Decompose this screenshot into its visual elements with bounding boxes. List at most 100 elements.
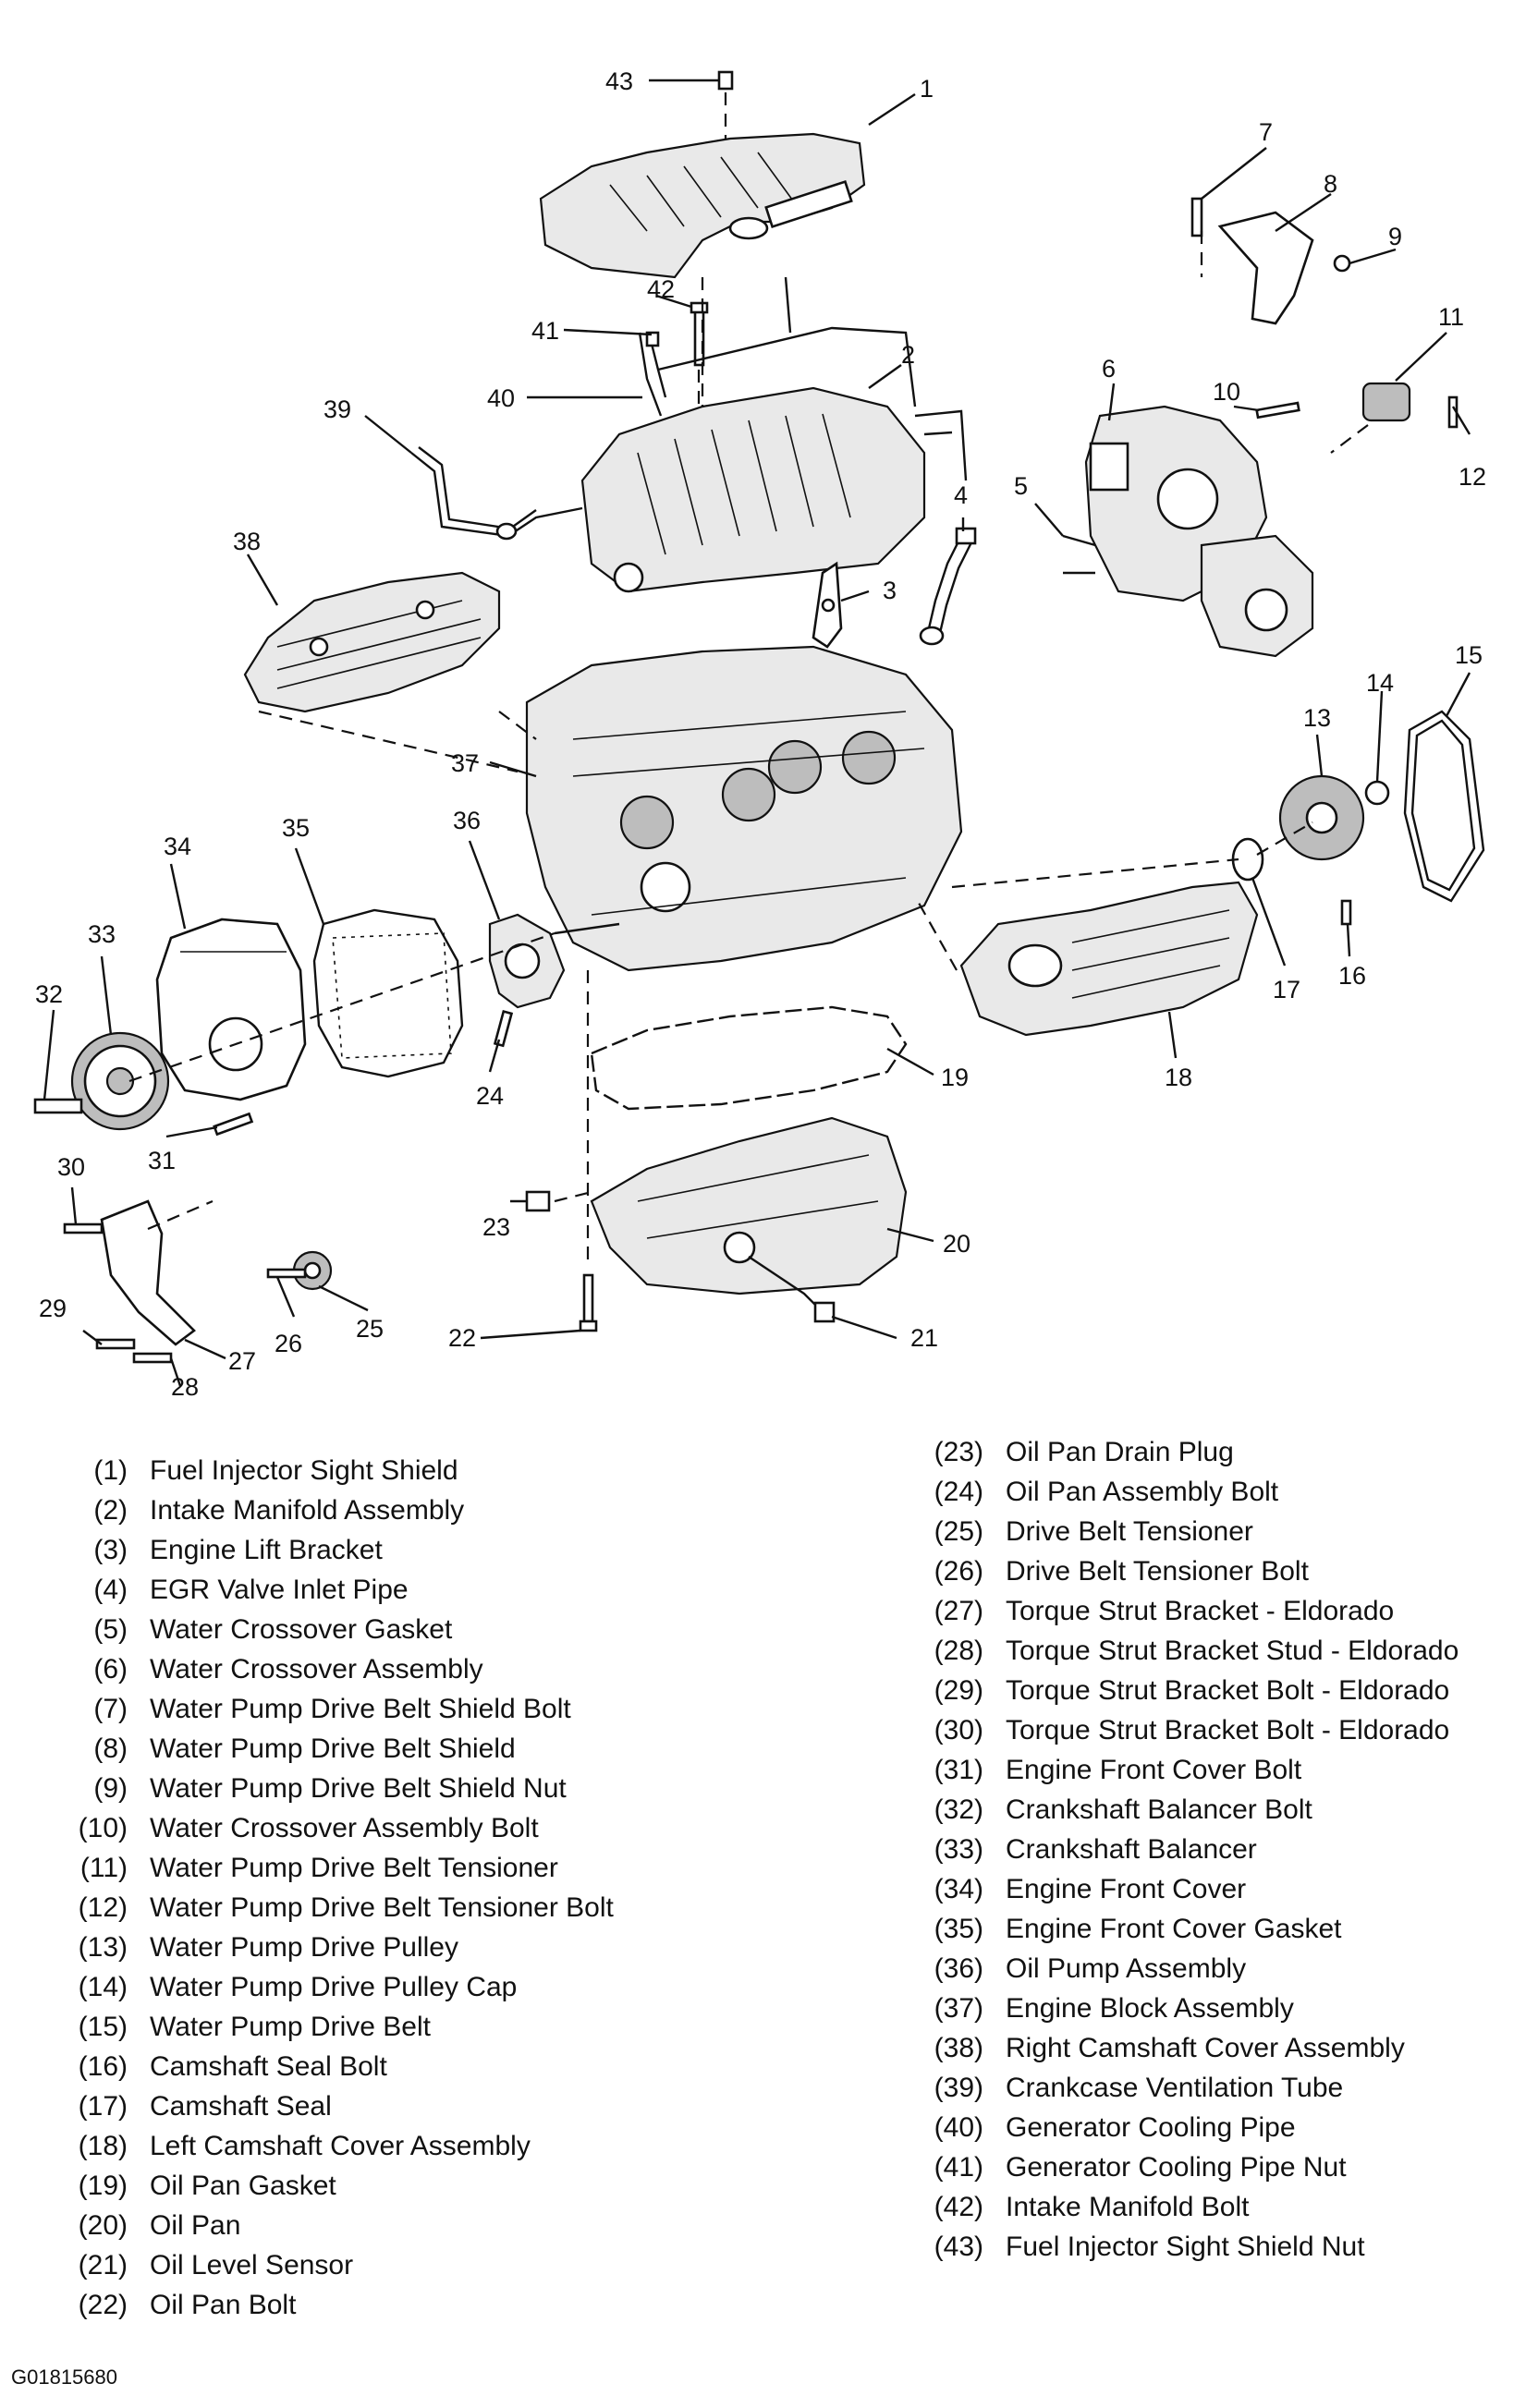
legend-item: (17)Camshaft Seal [55, 2086, 614, 2126]
water-pump-belt-tensioner [1361, 382, 1459, 429]
legend-item: (21)Oil Level Sensor [55, 2245, 614, 2285]
legend-item: (14)Water Pump Drive Pulley Cap [55, 1967, 614, 2007]
callout-25: 25 [356, 1315, 384, 1343]
callout-37: 37 [451, 749, 479, 777]
legend-number: (3) [93, 1534, 128, 1565]
legend-part-name: Generator Cooling Pipe [1006, 2111, 1296, 2143]
legend-part-name: Engine Block Assembly [1006, 1992, 1294, 2024]
callout-numbers: 1 2 3 4 5 6 7 8 9 10 11 12 13 14 15 16 1… [35, 67, 1486, 1401]
callout-12: 12 [1459, 463, 1486, 491]
legend-number: (29) [934, 1674, 983, 1706]
callout-24: 24 [476, 1082, 504, 1110]
legend-item: (7)Water Pump Drive Belt Shield Bolt [55, 1689, 614, 1729]
callout-9: 9 [1388, 223, 1402, 250]
legend-part-name: Generator Cooling Pipe Nut [1006, 2151, 1347, 2183]
legend-number: (35) [934, 1913, 983, 1944]
parts-legend: (1)Fuel Injector Sight Shield(2)Intake M… [0, 1423, 1538, 2408]
right-camshaft-cover [243, 571, 501, 713]
callout-31: 31 [148, 1147, 176, 1174]
legend-item: (35)Engine Front Cover Gasket [911, 1909, 1459, 1949]
legend-part-name: Camshaft Seal [150, 2090, 332, 2122]
legend-part-name: Right Camshaft Cover Assembly [1006, 2032, 1405, 2063]
fuel-injector-sight-shield [539, 132, 866, 279]
legend-number: (16) [78, 2050, 128, 2082]
callout-23: 23 [482, 1213, 510, 1241]
callout-26: 26 [275, 1330, 302, 1357]
legend-item: (29)Torque Strut Bracket Bolt - Eldorado [911, 1671, 1459, 1710]
legend-item: (25) Drive Belt Tensioner [911, 1512, 1459, 1551]
callout-36: 36 [453, 807, 481, 834]
legend-item: (28) Torque Strut Bracket Stud - Eldorado [911, 1631, 1459, 1671]
legend-item: (41)Generator Cooling Pipe Nut [911, 2147, 1459, 2187]
engine-block-assembly [525, 645, 963, 972]
callout-40: 40 [487, 384, 515, 412]
callout-11: 11 [1438, 303, 1464, 331]
intake-manifold-bolt [690, 301, 709, 573]
oil-pan-bolt [579, 970, 598, 1332]
legend-item: (26)Drive Belt Tensioner Bolt [911, 1551, 1459, 1591]
crankcase-ventilation-tube [410, 446, 583, 541]
legend-item: (30) Torque Strut Bracket Bolt - Eldorado [911, 1710, 1459, 1750]
legend-part-name: Drive Belt Tensioner Bolt [1006, 1555, 1309, 1587]
legend-number: (2) [93, 1494, 128, 1526]
legend-part-name: Water Pump Drive Belt Tensioner [150, 1852, 558, 1883]
legend-number: (32) [934, 1794, 983, 1825]
legend-number: (8) [93, 1733, 128, 1764]
callout-1: 1 [920, 75, 934, 103]
legend-part-name: Engine Lift Bracket [150, 1534, 383, 1565]
legend-item: (20)Oil Pan [55, 2206, 614, 2245]
callout-22: 22 [448, 1324, 476, 1352]
engine-lift-bracket [812, 561, 843, 649]
callout-7: 7 [1259, 118, 1273, 146]
callout-35: 35 [282, 814, 310, 842]
callout-3: 3 [883, 577, 897, 604]
legend-item: (15)Water Pump Drive Belt [55, 2007, 614, 2047]
legend-number: (28) [934, 1635, 983, 1666]
intake-manifold-assembly [580, 386, 968, 593]
legend-number: (39) [934, 2072, 983, 2103]
legend-part-name: Fuel Injector Sight Shield Nut [1006, 2231, 1365, 2262]
callout-17: 17 [1273, 976, 1300, 1003]
callout-6: 6 [1102, 355, 1116, 383]
oil-pan-gasket [590, 1005, 908, 1111]
legend-number: (10) [78, 1812, 128, 1843]
legend-item: (34)Engine Front Cover [911, 1869, 1459, 1909]
legend-part-name: Water Crossover Assembly Bolt [150, 1812, 539, 1843]
legend-number: (19) [78, 2170, 128, 2201]
water-pump-housing [1200, 534, 1314, 658]
water-pump-drive-pulley [1278, 774, 1390, 861]
legend-number: (42) [934, 2191, 983, 2222]
legend-item: (39) Crankcase Ventilation Tube [911, 2068, 1459, 2108]
legend-number: (1) [93, 1454, 128, 1486]
legend-number: (25) [934, 1515, 983, 1547]
legend-number: (6) [93, 1653, 128, 1684]
figure-id: G01815680 [11, 2365, 117, 2389]
legend-item: (10) Water Crossover Assembly Bolt [55, 1808, 614, 1848]
callout-33: 33 [88, 920, 116, 948]
legend-item: (36)Oil Pump Assembly [911, 1949, 1459, 1988]
legend-part-name: Torque Strut Bracket Stud - Eldorado [1006, 1635, 1459, 1666]
legend-number: (30) [934, 1714, 983, 1745]
legend-part-name: Water Pump Drive Pulley Cap [150, 1971, 518, 2002]
legend-item: (13)Water Pump Drive Pulley [55, 1928, 614, 1967]
legend-item: (6)Water Crossover Assembly [55, 1649, 614, 1689]
legend-part-name: Crankcase Ventilation Tube [1006, 2072, 1344, 2103]
callout-34: 34 [164, 833, 191, 860]
legend-item: (11)Water Pump Drive Belt Tensioner [55, 1848, 614, 1888]
legend-number: (12) [78, 1891, 128, 1923]
callout-18: 18 [1165, 1064, 1192, 1091]
legend-number: (37) [934, 1992, 983, 2024]
legend-part-name: Torque Strut Bracket Bolt - Eldorado [1006, 1714, 1450, 1745]
legend-number: (7) [93, 1693, 128, 1724]
legend-part-name: Drive Belt Tensioner [1006, 1515, 1253, 1547]
callout-13: 13 [1303, 704, 1331, 732]
legend-part-name: Water Pump Drive Pulley [150, 1931, 458, 1963]
water-pump-drive-belt [1403, 710, 1485, 903]
legend-part-name: Water Pump Drive Belt Tensioner Bolt [150, 1891, 614, 1923]
callout-41: 41 [531, 317, 559, 345]
legend-part-name: Oil Level Sensor [150, 2249, 354, 2280]
legend-part-name: Oil Pan [150, 2209, 241, 2241]
engine-front-cover-gasket [312, 908, 464, 1078]
legend-item: (32)Crankshaft Balancer Bolt [911, 1790, 1459, 1830]
legend-part-name: Oil Pan Drain Plug [1006, 1436, 1234, 1467]
